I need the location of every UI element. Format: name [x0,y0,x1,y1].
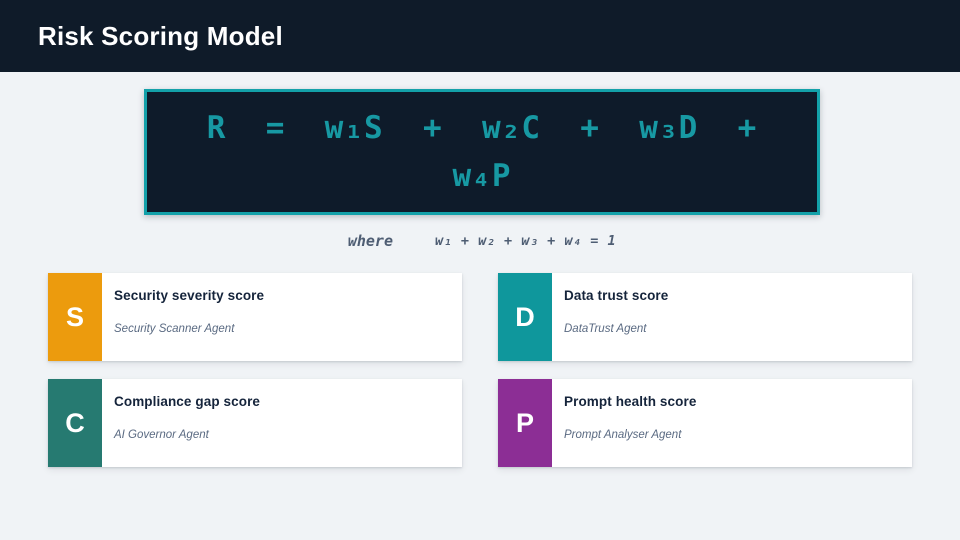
formula-box: R = w₁S + w₂C + w₃D + w₄P [144,89,820,215]
badge-d: D [498,273,552,361]
card-agent-label: DataTrust Agent [564,323,647,335]
weights-constraint: where w₁ + w₂ + w₃ + w₄ = 1 [144,228,820,254]
card-body: Prompt health score Prompt Analyser Agen… [552,379,912,467]
card-title: Compliance gap score [114,394,261,409]
card-prompt-health: P Prompt health score Prompt Analyser Ag… [498,379,912,467]
card-title: Security severity score [114,288,265,303]
card-title: Data trust score [564,288,669,303]
card-body: Compliance gap score AI Governor Agent [102,379,462,467]
score-cards-grid: S Security severity score Security Scann… [48,273,912,467]
badge-c: C [48,379,102,467]
card-agent-label: Prompt Analyser Agent [564,429,682,441]
formula-line-1: R = w₁S + w₂C + w₃D + [206,110,758,146]
badge-p: P [498,379,552,467]
constraint-expression: w₁ + w₂ + w₃ + w₄ = 1 [434,233,617,249]
card-data-trust: D Data trust score DataTrust Agent [498,273,912,361]
header-bar: Risk Scoring Model [0,0,960,72]
card-body: Data trust score DataTrust Agent [552,273,912,361]
formula-line-2: w₄P [452,158,512,194]
where-label: where [347,232,393,250]
card-security-severity: S Security severity score Security Scann… [48,273,462,361]
badge-s: S [48,273,102,361]
page-title: Risk Scoring Model [38,20,283,51]
card-agent-label: AI Governor Agent [114,429,209,441]
card-title: Prompt health score [564,394,697,409]
card-agent-label: Security Scanner Agent [114,323,235,335]
card-body: Security severity score Security Scanner… [102,273,462,361]
card-compliance-gap: C Compliance gap score AI Governor Agent [48,379,462,467]
